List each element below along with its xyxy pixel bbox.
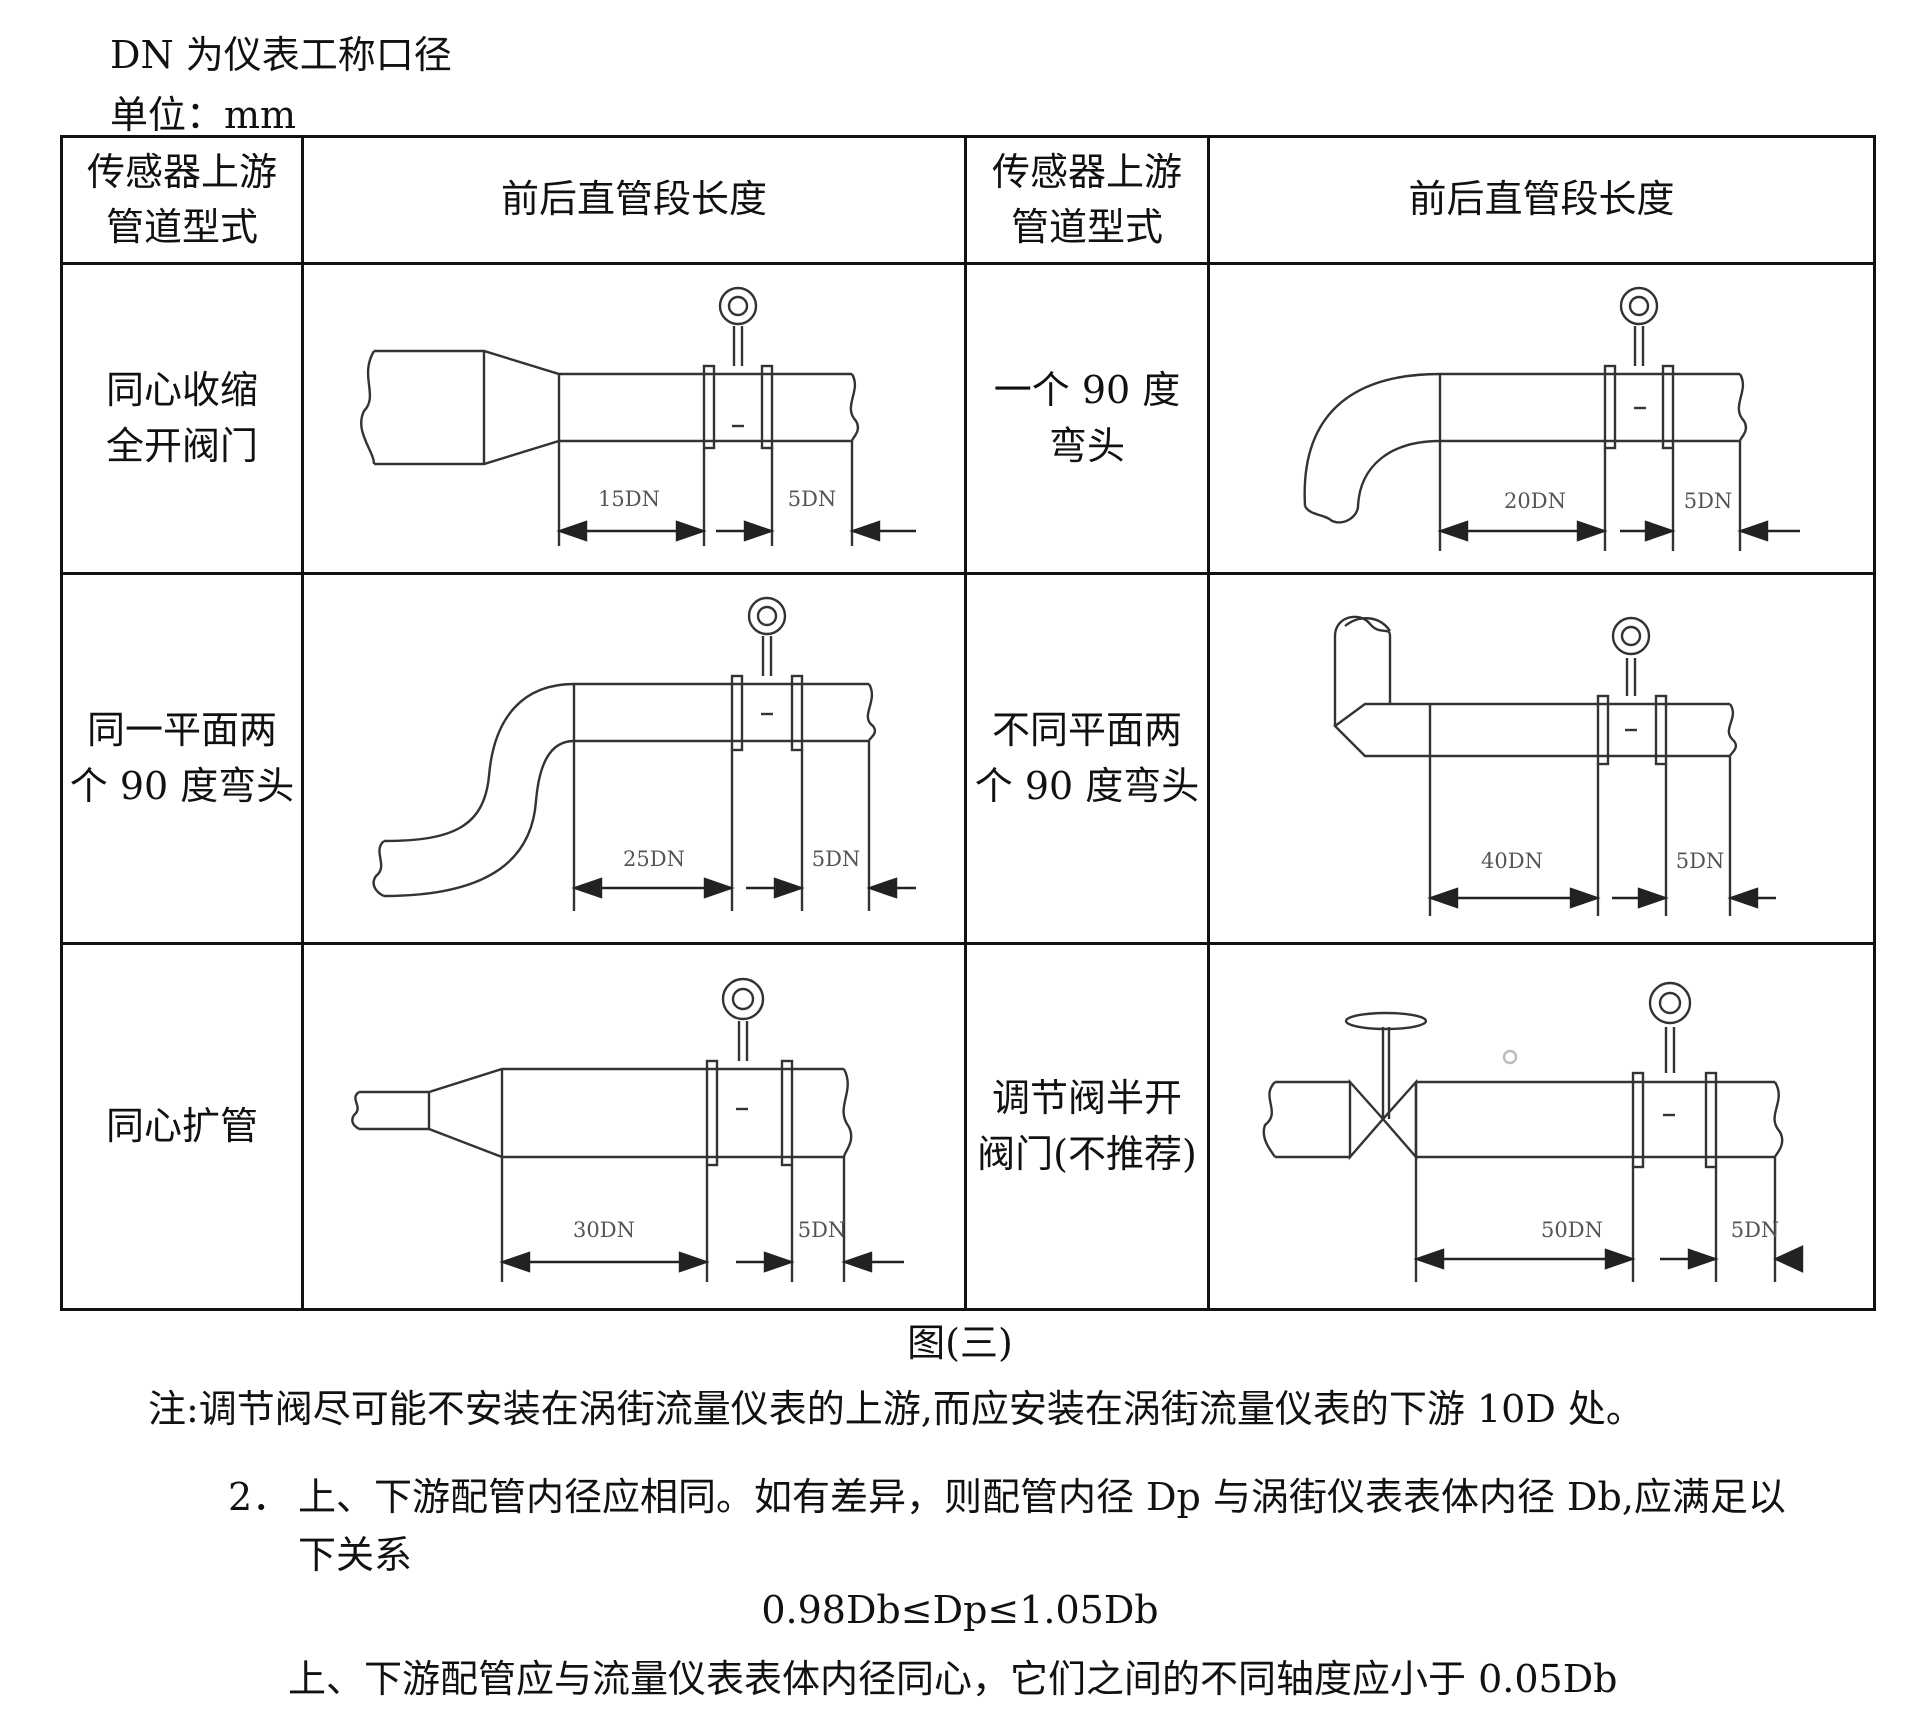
two-elbows-3d-diagram: 40DN 5DN xyxy=(1333,615,1776,916)
pipe-type-single-elbow: 一个 90 度弯头 xyxy=(964,262,1210,575)
item2-line2: 下关系 xyxy=(298,1533,413,1577)
reducer-diagram: 15DN 5DN xyxy=(360,286,916,546)
diagram-concentric-expander: 30DN 5DN xyxy=(301,942,967,1311)
diagram-concentric-reducer: 15DN 5DN xyxy=(301,262,967,575)
note-text: 注:调节阀尽可能不安装在涡街流量仪表的上游,而应安装在涡街流量仪表的下游 10D… xyxy=(148,1387,1644,1431)
dn-note: DN 为仪表工称口径 xyxy=(110,33,452,77)
valve-diagram: 50DN 5DN xyxy=(1262,981,1804,1282)
item2-line1: 上、下游配管内径应相同。如有差异，则配管内径 Dp 与涡街仪表表体内径 Db,应… xyxy=(298,1475,1786,1519)
diagram-single-elbow: 20DN 5DN xyxy=(1207,262,1876,575)
dim-upstream: 30DN xyxy=(573,1218,635,1242)
expander-diagram: 30DN 5DN xyxy=(351,977,904,1282)
unit-label: 单位：mm xyxy=(110,93,297,137)
pipe-type-concentric-reducer: 同心收缩全开阀门 xyxy=(60,262,304,575)
pipe-type-two-elbows-diff-plane: 不同平面两个 90 度弯头 xyxy=(964,572,1210,945)
table-row: 同一平面两个 90 度弯头 xyxy=(60,572,1876,945)
table-header-row: 传感器上游管道型式 前后直管段长度 传感器上游管道型式 前后直管段长度 xyxy=(60,135,1876,265)
diagram-two-elbows-diff-plane: 40DN 5DN xyxy=(1207,572,1876,945)
pipe-type-concentric-expander: 同心扩管 xyxy=(60,942,304,1311)
straight-pipe-table: 传感器上游管道型式 前后直管段长度 传感器上游管道型式 前后直管段长度 同心收缩… xyxy=(60,135,1876,1311)
coaxial-requirement: 上、下游配管应与流量仪表表体内径同心，它们之间的不同轴度应小于 0.05Db xyxy=(288,1657,1618,1701)
header-length-left: 前后直管段长度 xyxy=(301,135,967,265)
pipe-type-half-open-valve: 调节阀半开阀门(不推荐) xyxy=(964,942,1210,1311)
header-pipe-type-right: 传感器上游管道型式 xyxy=(964,135,1210,265)
header-pipe-type-left: 传感器上游管道型式 xyxy=(60,135,304,265)
dim-downstream: 5DN xyxy=(812,847,861,871)
two-elbows-diagram: 25DN 5DN xyxy=(372,596,916,911)
header-length-right: 前后直管段长度 xyxy=(1207,135,1876,265)
dim-downstream: 5DN xyxy=(798,1218,847,1242)
dim-upstream: 25DN xyxy=(623,847,685,871)
dim-downstream: 5DN xyxy=(788,487,837,511)
figure-caption: 图(三) xyxy=(907,1321,1013,1365)
elbow-diagram: 20DN 5DN xyxy=(1303,286,1800,551)
pipe-type-two-elbows-same-plane: 同一平面两个 90 度弯头 xyxy=(60,572,304,945)
item-number: 2． xyxy=(228,1475,291,1519)
table-row: 同心扩管 xyxy=(60,942,1876,1311)
diagram-two-elbows-same-plane: 25DN 5DN xyxy=(301,572,967,945)
diameter-formula: 0.98Db≤Dp≤1.05Db xyxy=(761,1588,1159,1632)
dim-upstream: 20DN xyxy=(1504,489,1566,513)
dim-upstream: 15DN xyxy=(598,487,660,511)
dim-upstream: 40DN xyxy=(1481,849,1543,873)
table-row: 同心收缩全开阀门 xyxy=(60,262,1876,575)
diagram-half-open-valve: 50DN 5DN xyxy=(1207,942,1876,1311)
dim-upstream: 50DN xyxy=(1541,1218,1603,1242)
dim-downstream: 5DN xyxy=(1676,849,1725,873)
dim-downstream: 5DN xyxy=(1684,489,1733,513)
dim-downstream: 5DN xyxy=(1731,1218,1780,1242)
